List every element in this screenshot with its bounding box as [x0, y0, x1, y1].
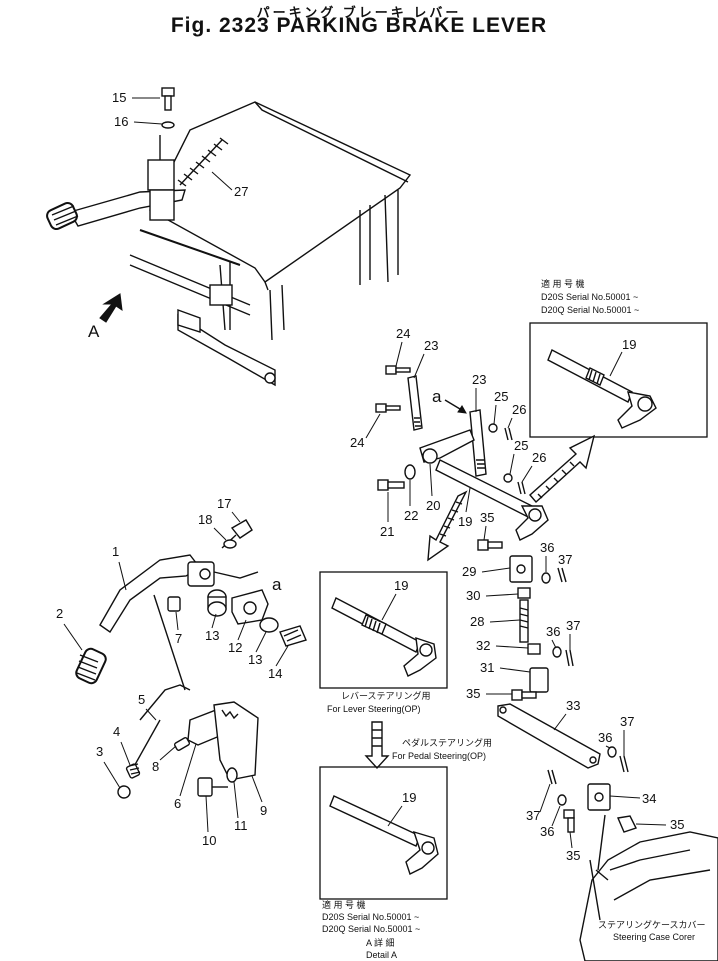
part-number: 37 — [526, 808, 540, 823]
part-number: 11 — [234, 818, 248, 833]
caption: For Pedal Steering(OP) — [392, 751, 486, 761]
detail-assembly — [375, 365, 718, 961]
serial-line: D20Q Serial No.50001 ~ — [322, 924, 420, 934]
part-number: 10 — [202, 833, 216, 848]
case-cover-label: Steering Case Corer — [613, 932, 695, 942]
part-number: 36 — [546, 624, 560, 639]
part-number: 13 — [248, 652, 262, 667]
pedal-steering-box: 19 適 用 号 機 D20S Serial No.50001 ~ D20Q S… — [319, 766, 448, 960]
part-number: 14 — [268, 666, 282, 681]
part-number: 24 — [350, 435, 364, 450]
part-number: 24 — [396, 326, 410, 341]
part-number: 30 — [466, 588, 480, 603]
part-number: 25 — [514, 438, 528, 453]
part-number: 13 — [205, 628, 219, 643]
title-japanese: パーキング ブレーキ レバー — [256, 5, 462, 20]
part-number: 35 — [466, 686, 480, 701]
detail-caption-jp: A 詳 細 — [366, 937, 395, 948]
part-number: 28 — [470, 614, 484, 629]
part-number: 21 — [380, 524, 394, 539]
part-number: 4 — [113, 724, 120, 739]
part-number: 32 — [476, 638, 490, 653]
part-number: 33 — [566, 698, 580, 713]
part-number: 6 — [174, 796, 181, 811]
part-number: 17 — [217, 496, 231, 511]
part-number: 1 — [112, 544, 119, 559]
part-number: 19 — [402, 790, 416, 805]
part-number: 7 — [175, 631, 182, 646]
part-number: 35 — [670, 817, 684, 832]
part-number: 35 — [480, 510, 494, 525]
detail-caption: Detail A — [366, 950, 397, 960]
figure-title: Fig. 2323 PARKING BRAKE LEVER — [170, 14, 548, 37]
caption: For Lever Steering(OP) — [327, 704, 421, 714]
part-number: 34 — [642, 791, 656, 806]
lever-group-labels: 1 2 3 4 5 6 7 8 9 10 11 12 13 13 14 17 1… — [56, 496, 289, 848]
connector-marker: a — [432, 387, 442, 406]
serial-line: D20S Serial No.50001 ~ — [322, 912, 419, 922]
part-number: 23 — [472, 372, 486, 387]
part-number: 27 — [234, 184, 248, 199]
part-number: 12 — [228, 640, 242, 655]
part-number: 9 — [260, 803, 267, 818]
part-number: 19 — [622, 337, 636, 352]
part-number: 8 — [152, 759, 159, 774]
view-marker: A — [88, 322, 100, 341]
part-number: 26 — [532, 450, 546, 465]
part-number: 26 — [512, 402, 526, 417]
part-number: 16 — [114, 114, 128, 129]
detail-labels: 24 23 23 24 25 26 25 26 20 21 22 19 35 2… — [350, 326, 684, 863]
part-number: 23 — [424, 338, 438, 353]
part-number: 36 — [540, 824, 554, 839]
connector-marker: a — [272, 575, 282, 594]
part-number: 31 — [480, 660, 494, 675]
part-number: 19 — [394, 578, 408, 593]
top-right-box: 適 用 号 機 D20S Serial No.50001 ~ D20Q Seri… — [529, 278, 708, 438]
part-number: 35 — [566, 848, 580, 863]
part-number: 36 — [598, 730, 612, 745]
part-number: 3 — [96, 744, 103, 759]
part-number: 2 — [56, 606, 63, 621]
applicability-label: 適 用 号 機 — [541, 278, 585, 289]
lever-steering-box: 19 レバーステアリング用 For Lever Steering(OP) — [319, 571, 448, 714]
part-number: 36 — [540, 540, 554, 555]
down-arrow: ペダルステアリング用 For Pedal Steering(OP) — [364, 721, 492, 770]
caption-jp: ペダルステアリング用 — [402, 737, 492, 748]
case-cover-jp: ステアリングケースカバー — [598, 919, 706, 930]
caption-jp: レバーステアリング用 — [341, 690, 431, 701]
part-number: 20 — [426, 498, 440, 513]
part-number: 18 — [198, 512, 212, 527]
steering-case-cover-label: ステアリングケースカバー Steering Case Corer — [598, 919, 706, 942]
part-number: 37 — [558, 552, 572, 567]
lever-group — [75, 519, 307, 799]
serial-line: D20S Serial No.50001 ~ — [541, 292, 638, 302]
part-number: 15 — [112, 90, 126, 105]
part-number: 29 — [462, 564, 476, 579]
part-number: 22 — [404, 508, 418, 523]
part-number: 37 — [566, 618, 580, 633]
overview-labels: 15 16 27 A — [88, 90, 248, 341]
part-number: 37 — [620, 714, 634, 729]
part-number: 19 — [458, 514, 472, 529]
serial-line: D20Q Serial No.50001 ~ — [541, 305, 639, 315]
part-number: 5 — [138, 692, 145, 707]
part-number: 25 — [494, 389, 508, 404]
applicability-label: 適 用 号 機 — [322, 899, 366, 910]
overview-assembly — [46, 87, 412, 387]
